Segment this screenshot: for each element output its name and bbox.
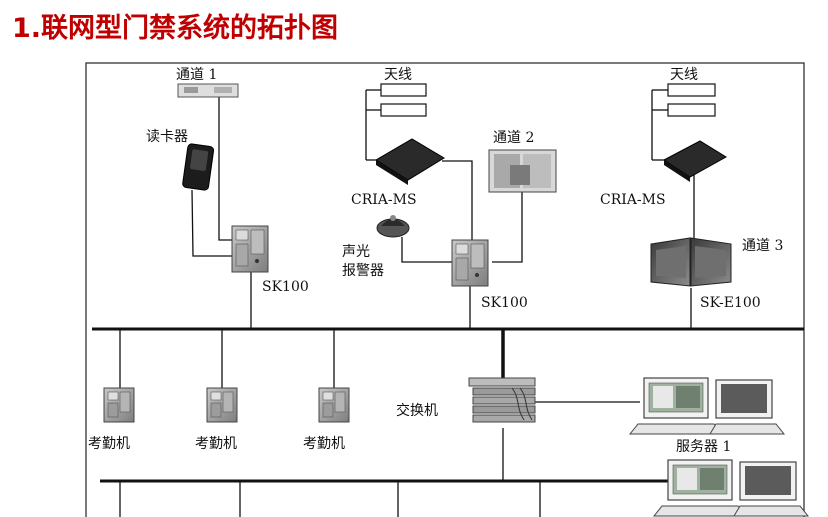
passage2-door-icon: [488, 149, 557, 193]
switch-icon: [468, 377, 536, 423]
passage1-label: 通道 1: [176, 67, 217, 83]
controller-b-icon: [451, 239, 489, 287]
turnstile-icon: [650, 237, 732, 287]
card-reader-label: 读卡器: [146, 128, 188, 145]
server-label: 服务器 1: [676, 439, 731, 455]
diagram-frame: [85, 62, 805, 517]
antenna-a1-icon: [380, 83, 427, 97]
antenna-a2-icon: [380, 103, 427, 117]
alarm-icon: [376, 215, 410, 238]
attendance-terminal-3-icon: [318, 387, 350, 423]
switch-label: 交换机: [396, 402, 438, 419]
server-computer-icon: [629, 377, 785, 435]
controller-a-label: SK100: [262, 279, 309, 295]
antenna-b-label: 天线: [670, 67, 698, 83]
cria-a-reader-icon: [375, 138, 445, 185]
attendance-terminal-1-icon: [103, 387, 135, 423]
cria-b-reader-icon: [663, 140, 727, 182]
card-reader-icon: [182, 143, 215, 191]
cria-a-label: CRIA-MS: [351, 192, 417, 208]
antenna-b2-icon: [667, 103, 716, 117]
attendance-1-label: 考勤机: [88, 436, 130, 452]
attendance-3-label: 考勤机: [303, 436, 345, 452]
cria-b-label: CRIA-MS: [600, 192, 666, 208]
controller-b-label: SK100: [481, 295, 528, 311]
workstation-computer-icon: [653, 459, 809, 517]
attendance-2-label: 考勤机: [195, 436, 237, 452]
antenna-a-label: 天线: [384, 67, 412, 83]
slide-title: 1.联网型门禁系统的拓扑图: [12, 13, 339, 44]
attendance-terminal-2-icon: [206, 387, 238, 423]
antenna-b1-icon: [667, 83, 716, 97]
connection-lines: [119, 89, 695, 517]
passage2-label: 通道 2: [493, 130, 534, 146]
alarm-label-line1: 声光: [342, 244, 370, 260]
controller-a-icon: [231, 225, 269, 273]
passage3-label: 通道 3: [742, 238, 783, 254]
controller-c-label: SK-E100: [700, 295, 761, 311]
alarm-label-line2: 报警器: [342, 263, 384, 279]
passage1-device-icon: [177, 83, 239, 98]
